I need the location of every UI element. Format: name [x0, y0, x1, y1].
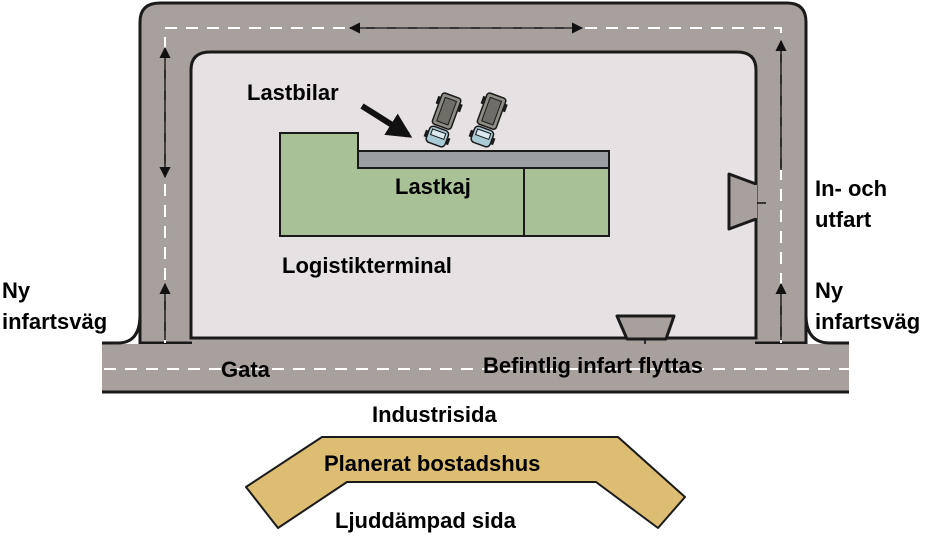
- terminal-label: Logistikterminal: [282, 253, 452, 278]
- entry-exit-label-line2: utfart: [815, 207, 872, 232]
- entry-exit-gate: [727, 172, 758, 231]
- noise-reduced-side-label: Ljuddämpad sida: [335, 508, 517, 533]
- road-corner-right: [804, 314, 831, 345]
- dock-label: Lastkaj: [395, 174, 471, 199]
- trucks-label: Lastbilar: [247, 80, 339, 105]
- industrial-side-label: Industrisida: [372, 402, 497, 427]
- truck-2: [468, 92, 508, 148]
- new-road-right-label-line2: infartsväg: [815, 309, 920, 334]
- lane-markings: [104, 27, 849, 370]
- site-lot-street-joint: [192, 337, 755, 347]
- new-road-left-label-line2: infartsväg: [2, 309, 107, 334]
- planned-housing-building: [245, 436, 686, 529]
- entry-exit-label-line1: In- och: [815, 176, 887, 201]
- street-label: Gata: [221, 357, 271, 382]
- road-corner-left: [117, 314, 142, 345]
- trucks-pointer-arrow: [360, 103, 413, 138]
- new-road-right-label-line1: Ny: [815, 278, 844, 303]
- new-road-left-label-line1: Ny: [2, 278, 31, 303]
- loading-dock: [357, 150, 610, 169]
- truck-1: [423, 92, 463, 148]
- existing-entrance-label: Befintlig infart flyttas: [483, 353, 703, 378]
- planned-housing-label: Planerat bostadshus: [324, 451, 540, 476]
- existing-entrance-gate: [615, 314, 676, 341]
